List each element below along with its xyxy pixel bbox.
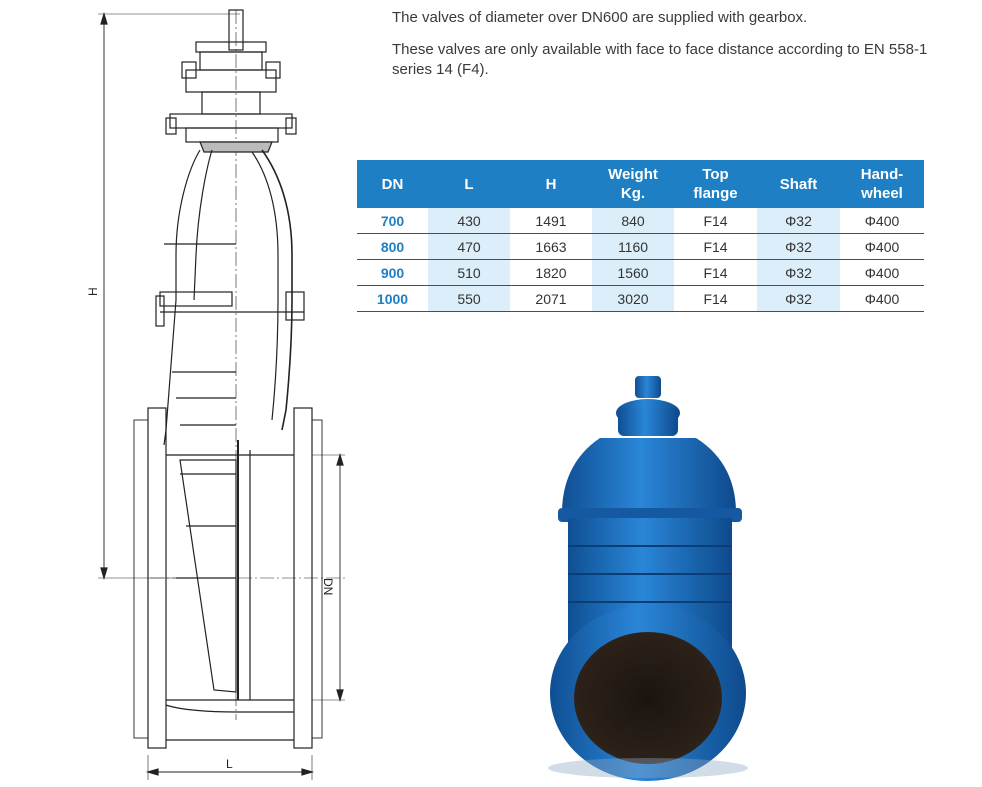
cell-dn: 800	[357, 233, 428, 260]
cell-dn: 1000	[357, 285, 428, 312]
cell-dn: 700	[357, 208, 428, 234]
notes-block: The valves of diameter over DN600 are su…	[392, 8, 952, 92]
cell-top-flange: F14	[674, 285, 757, 312]
header-dn: DN	[357, 160, 428, 208]
cell-h: 2071	[510, 285, 592, 312]
cell-l: 430	[428, 208, 510, 234]
dimension-label-l: L	[226, 757, 233, 771]
table-row: 1000 550 2071 3020 F14 Φ32 Φ400	[357, 285, 924, 312]
header-top-flange: Top flange	[674, 160, 757, 208]
table-header-row: DN L H Weight Kg. Top flange Shaft Hand-…	[357, 160, 924, 208]
valve-product-image	[548, 376, 748, 781]
cell-handwheel: Φ400	[840, 285, 924, 312]
cell-l: 510	[428, 259, 510, 286]
cell-shaft: Φ32	[757, 285, 840, 312]
cell-top-flange: F14	[674, 259, 757, 286]
cell-weight: 1160	[592, 233, 674, 260]
cell-weight: 840	[592, 208, 674, 234]
valve-section-drawing: H L DN	[86, 9, 345, 780]
header-shaft: Shaft	[757, 160, 840, 208]
cell-h: 1491	[510, 208, 592, 234]
cell-l: 550	[428, 285, 510, 312]
cell-weight: 1560	[592, 259, 674, 286]
note-gearbox: The valves of diameter over DN600 are su…	[392, 9, 808, 26]
cell-shaft: Φ32	[757, 233, 840, 260]
note-face-to-face: These valves are only available with fac…	[392, 41, 928, 78]
cell-h: 1820	[510, 259, 592, 286]
cell-top-flange: F14	[674, 233, 757, 260]
cell-dn: 900	[357, 259, 428, 286]
table-row: 800 470 1663 1160 F14 Φ32 Φ400	[357, 233, 924, 260]
table-row: 700 430 1491 840 F14 Φ32 Φ400	[357, 208, 924, 234]
spec-table: DN L H Weight Kg. Top flange Shaft Hand-…	[357, 160, 924, 312]
header-weight: Weight Kg.	[592, 160, 674, 208]
header-handwheel: Hand-wheel	[840, 160, 924, 208]
cell-shaft: Φ32	[757, 208, 840, 234]
cell-l: 470	[428, 233, 510, 260]
header-h: H	[510, 160, 592, 208]
cell-handwheel: Φ400	[840, 233, 924, 260]
cell-top-flange: F14	[674, 208, 757, 234]
header-l: L	[428, 160, 510, 208]
table-row: 900 510 1820 1560 F14 Φ32 Φ400	[357, 259, 924, 286]
cell-weight: 3020	[592, 285, 674, 312]
dimension-label-dn: DN	[321, 578, 335, 595]
cell-h: 1663	[510, 233, 592, 260]
cell-handwheel: Φ400	[840, 208, 924, 234]
dimension-label-h: H	[86, 287, 100, 296]
cell-handwheel: Φ400	[840, 259, 924, 286]
cell-shaft: Φ32	[757, 259, 840, 286]
